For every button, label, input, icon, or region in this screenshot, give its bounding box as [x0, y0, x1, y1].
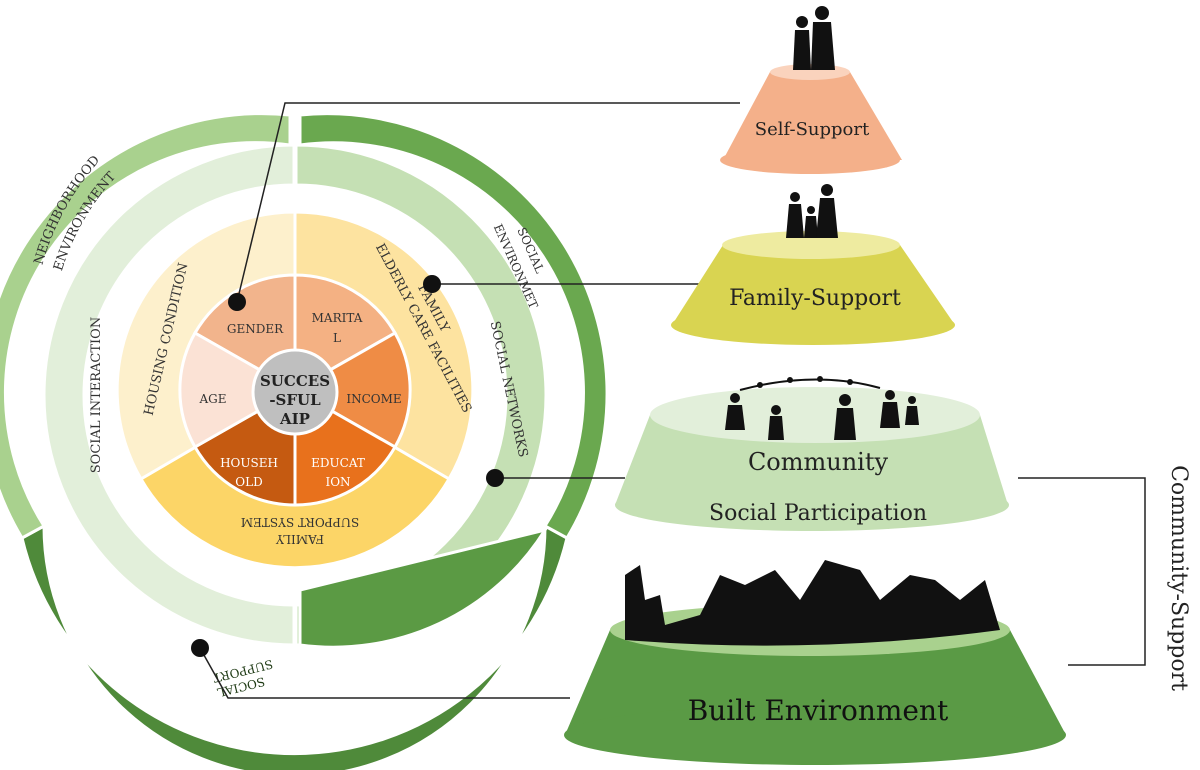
family-support-label: Family-Support [729, 286, 901, 311]
center-text-line3: AIP [279, 410, 310, 428]
silhouette-community-circle-icon [725, 376, 919, 440]
silhouette-couple-icon [793, 6, 835, 70]
tier-family-support: Family-Support [671, 231, 955, 345]
self-support-label: Self-Support [755, 119, 870, 140]
segment-income [291, 330, 412, 450]
connector-lines [199, 102, 740, 699]
label-family-support-1: FAMILY [275, 532, 324, 546]
outer-green-bottom-strip [298, 527, 549, 649]
label-family-support-2: SUPPORT SYSTEM [241, 515, 359, 529]
label-social-interaction: SOCIAL INTERACTION [89, 317, 104, 473]
connector-gender-self-support [236, 102, 740, 303]
label-education-1: EDUCAT [311, 456, 365, 470]
tier-community: Community Social Participation [615, 387, 1009, 531]
center-text-line2: -SFUL [269, 391, 321, 409]
dot-gender [228, 293, 246, 311]
connector-social-support-built-env [199, 647, 570, 699]
label-marital-2: L [333, 331, 341, 345]
label-education-2: ION [325, 475, 350, 489]
community-support-bracket [1018, 477, 1146, 666]
community-support-label: Community-Support [1166, 465, 1191, 691]
center-text-line1: SUCCES [260, 372, 330, 390]
circular-model: SUCCES -SFUL AIP GENDER MARITA L INCOME … [0, 112, 609, 770]
center-circle [251, 348, 339, 436]
label-household-2: OLD [235, 475, 262, 489]
built-environment-label: Built Environment [688, 694, 949, 727]
tier-self-support: Self-Support [720, 64, 902, 174]
dot-social-networks [486, 469, 504, 487]
label-age: AGE [198, 392, 226, 406]
outer-ring-social-environment [298, 112, 609, 541]
light-ring-left [42, 143, 296, 647]
city-skyline-icon [625, 560, 1000, 646]
dot-social-support [191, 639, 209, 657]
label-marital-1: MARITA [312, 311, 363, 325]
outer-ring-social-support [20, 523, 569, 770]
support-pyramid: Self-Support Family-Support Community So… [564, 6, 1191, 765]
community-label-2: Social Participation [709, 501, 927, 526]
dot-family [423, 275, 441, 293]
label-income: INCOME [346, 392, 401, 406]
community-label-1: Community [748, 448, 889, 476]
silhouette-family-icon [786, 184, 838, 238]
outer-ring-neighborhood-environment [0, 112, 292, 541]
label-household-1: HOUSEH [220, 456, 278, 470]
segment-age [178, 330, 299, 450]
label-gender: GENDER [227, 322, 284, 336]
